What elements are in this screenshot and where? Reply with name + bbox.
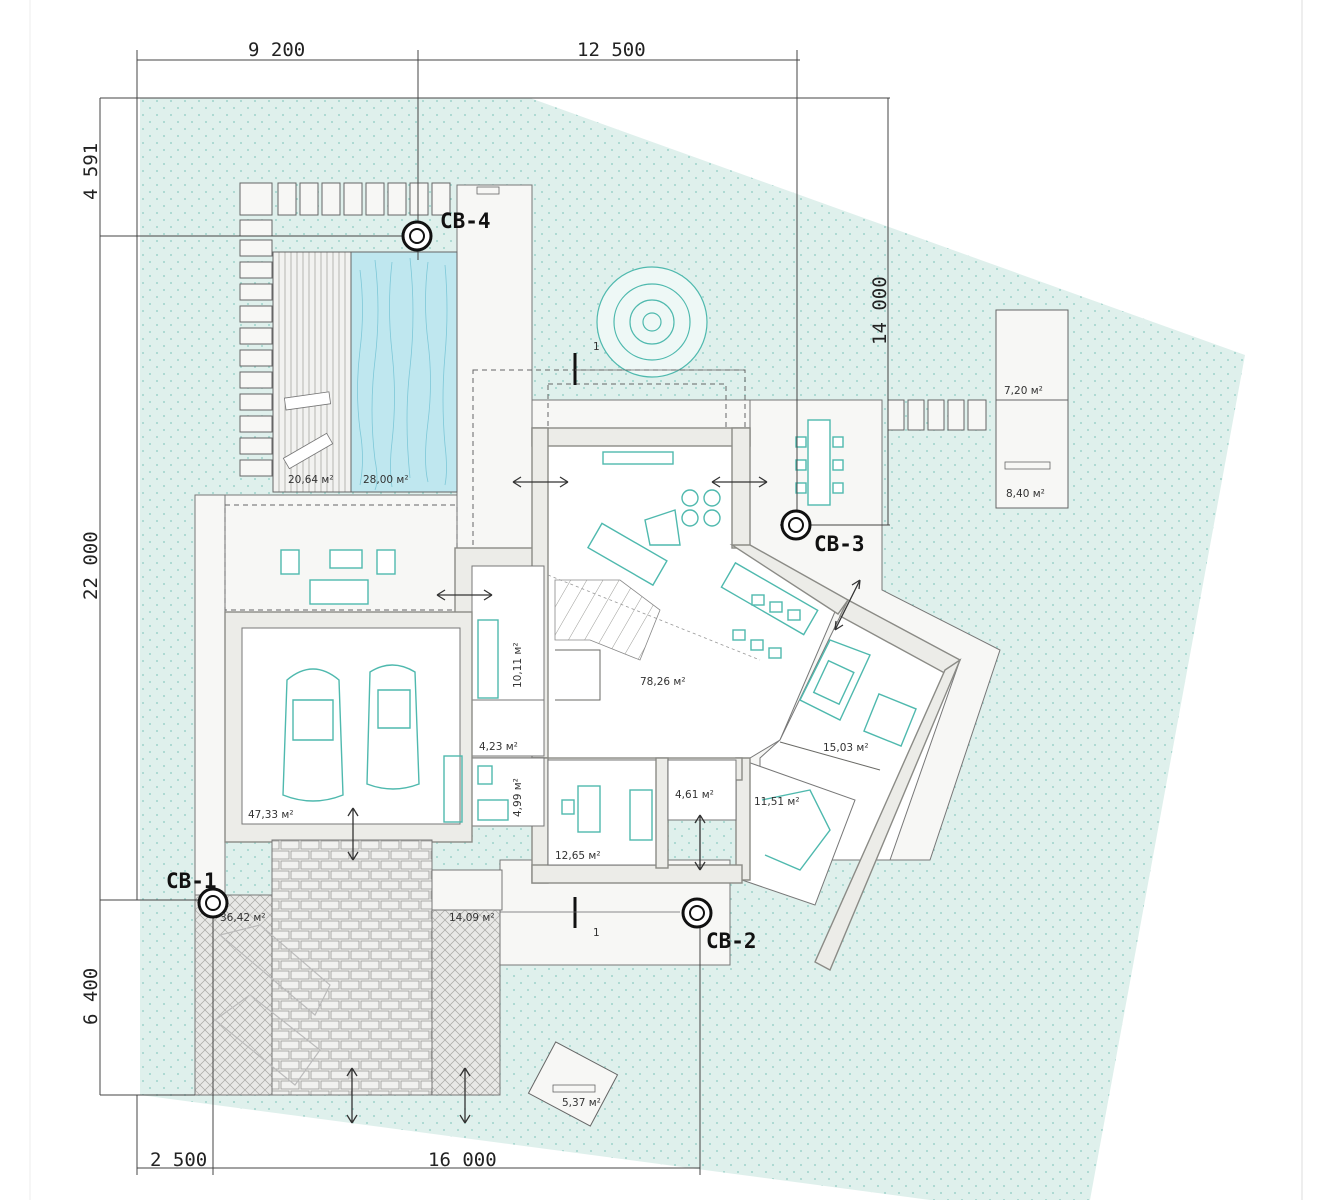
axis-marker-sv4: СВ-4 [401,209,491,252]
area-hall: 4,23 м² [479,741,518,753]
area-carport: 36,42 м² [220,912,266,924]
area-living: 78,26 м² [640,676,686,688]
movement-arrows [346,476,861,1124]
area-shed-top: 7,20 м² [1004,385,1043,397]
driveway [271,839,433,1096]
area-office: 12,65 м² [555,850,601,862]
dim-left-top: 4 591 [80,143,102,200]
dim-left-bottom: 6 400 [80,968,102,1025]
shed [995,309,1069,509]
outdoor-dining [795,419,844,506]
area-stairs: 10,11 м² [512,642,524,688]
area-deck: 20,64 м² [288,474,334,486]
axis-label-sv2: СВ-2 [706,929,757,953]
area-bin: 5,37 м² [562,1097,601,1109]
porch-gravel [431,907,501,1096]
car-left [282,668,344,802]
stairs [554,579,661,661]
axis-label-sv4: СВ-4 [440,209,491,233]
section-mark-top: 1 [573,341,745,385]
bin-storage [527,1041,619,1127]
area-bedroom: 11,51 м² [754,796,800,808]
area-entry: 4,61 м² [675,789,714,801]
axis-marker-sv3: СВ-3 [780,509,865,556]
dim-bottom-right: 16 000 [428,1149,497,1171]
pool [350,251,458,493]
section-mark-bottom: 1 [500,897,680,939]
car-right [366,664,420,790]
axis-label-sv3: СВ-3 [814,532,865,556]
stepping-stones-left [239,219,273,477]
area-kitchen: 15,03 м² [823,742,869,754]
fountain [596,266,708,378]
dim-left-middle: 22 000 [80,531,102,600]
dim-top-left: 9 200 [248,39,305,61]
area-porch: 14,09 м² [449,912,495,924]
axis-marker-sv1: СВ-1 [166,869,229,919]
dining-chairs [732,594,801,659]
axis-marker-sv2: СВ-2 [681,897,757,953]
dimension-lines [99,50,890,1175]
carport-gravel [194,894,273,1096]
terrace-lounge [280,549,396,605]
area-pool: 28,00 м² [363,474,409,486]
area-shed-bottom: 8,40 м² [1006,488,1045,500]
stepping-stones-top [239,182,451,216]
axis-label-sv1: СВ-1 [166,869,217,893]
dim-bottom-left: 2 500 [150,1149,207,1171]
area-wc: 4,99 м² [512,778,524,817]
dim-right: 14 000 [869,276,891,345]
stepping-stones-right [887,399,987,431]
area-garage: 47,33 м² [248,809,294,821]
section-label: 1 [593,927,600,939]
section-label: 1 [593,341,600,353]
dim-top-right: 12 500 [577,39,646,61]
